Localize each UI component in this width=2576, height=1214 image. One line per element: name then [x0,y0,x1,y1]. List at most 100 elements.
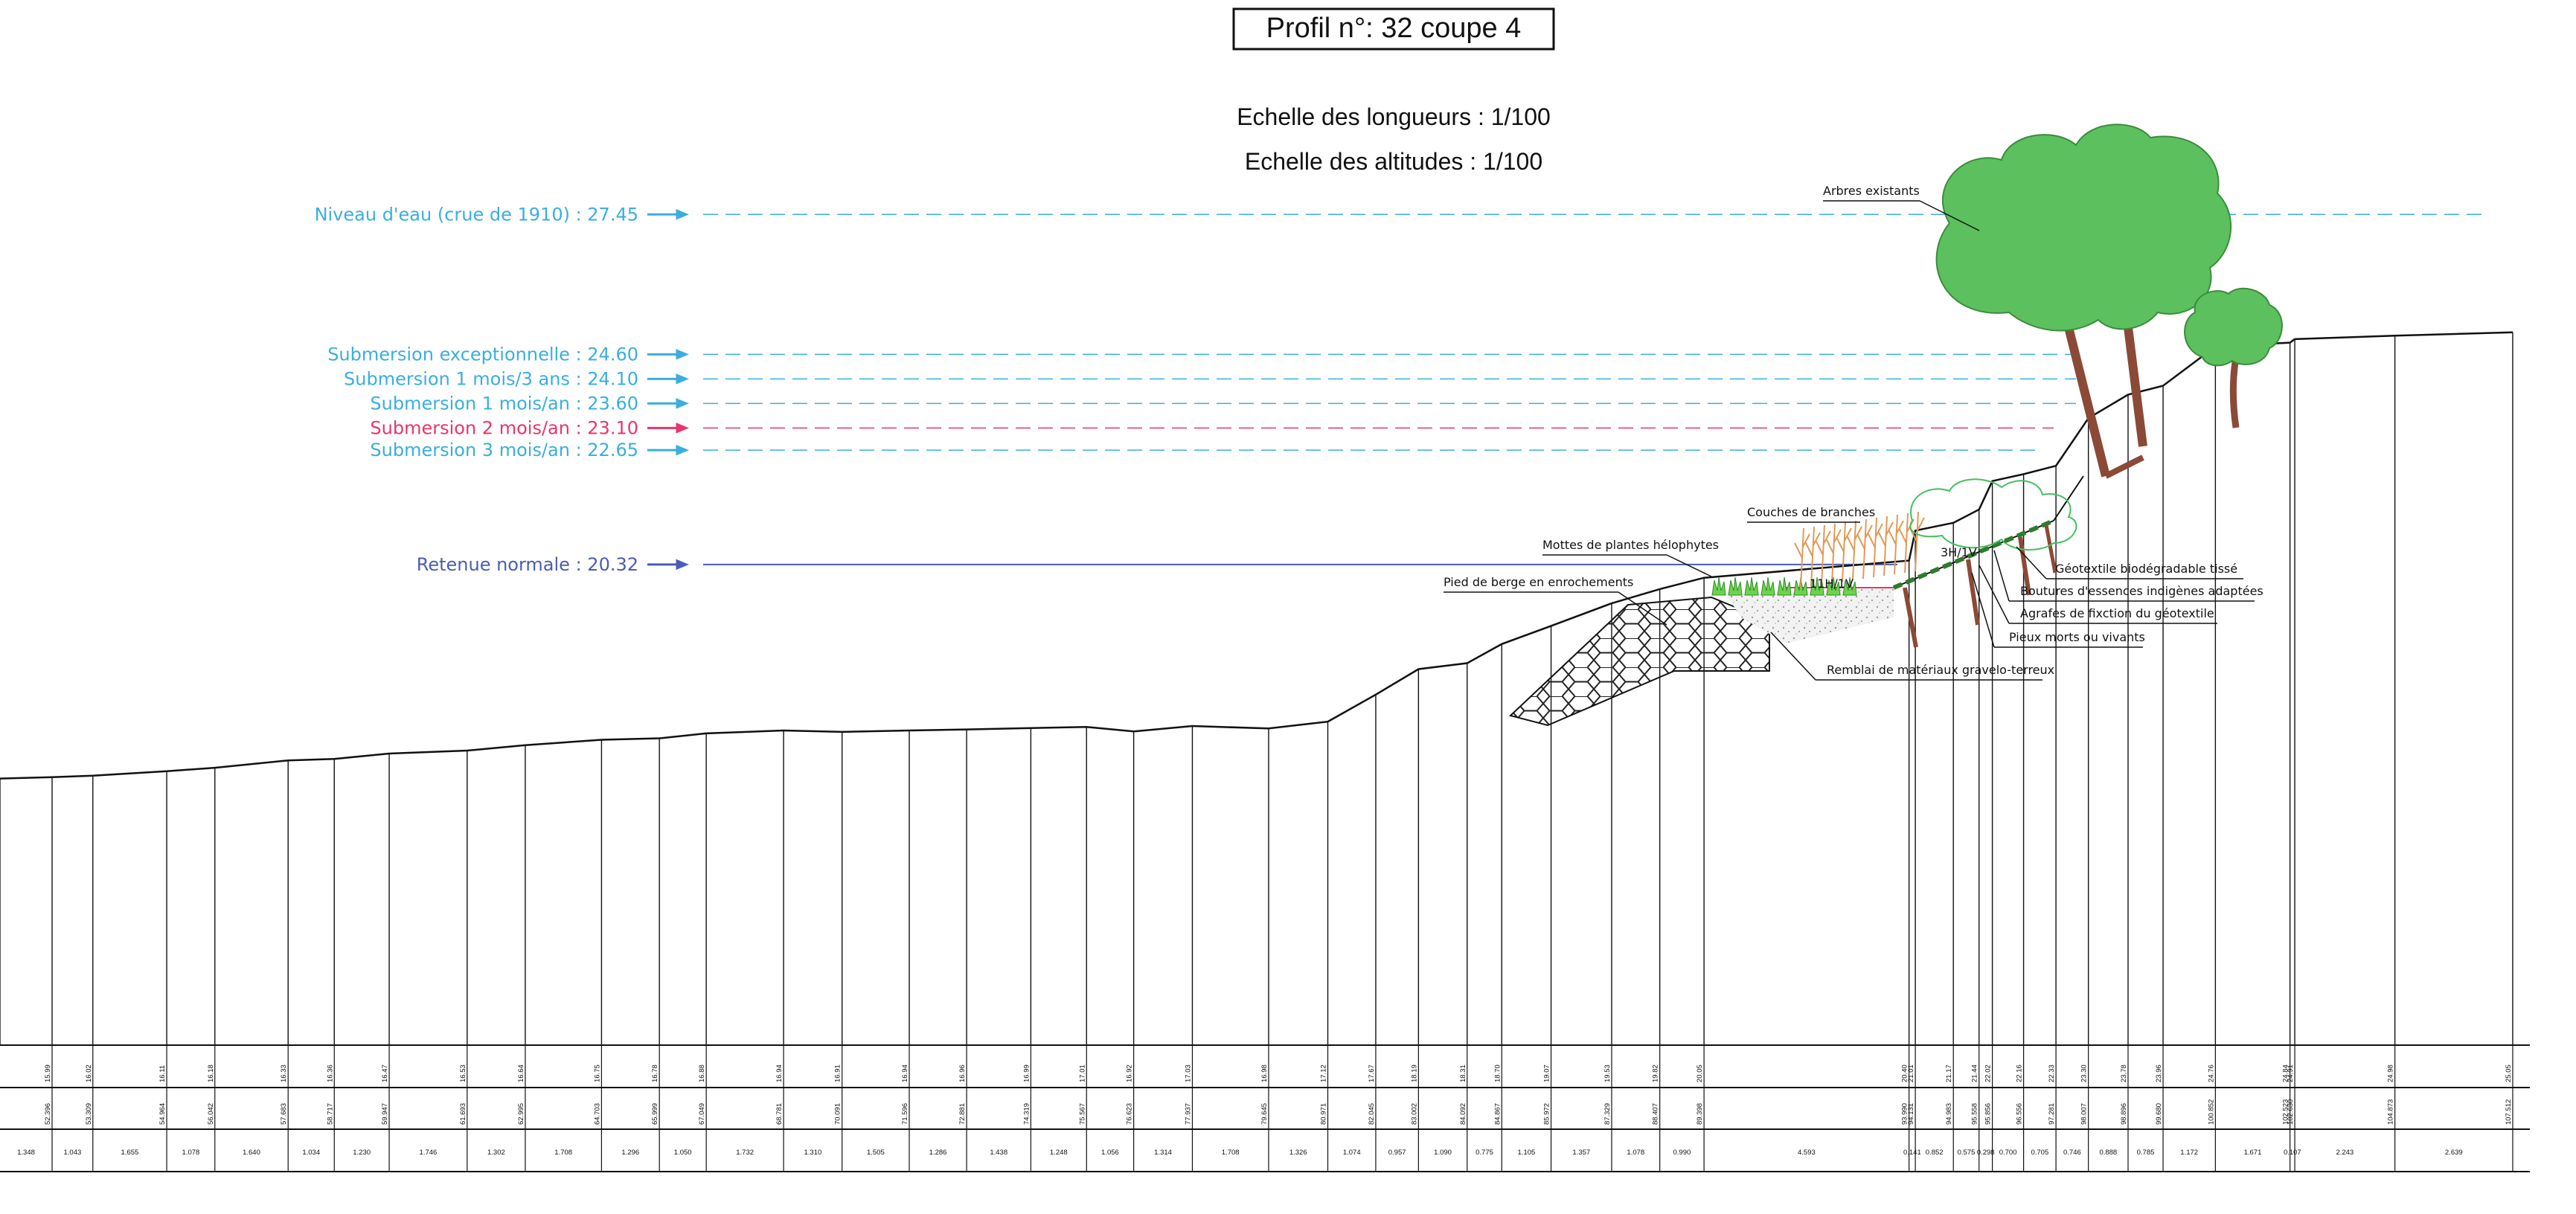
helophyte-clump [1760,577,1775,596]
cell-cumulative: 79.645 [1260,1103,1269,1125]
cell-altitude: 22.16 [2016,1064,2024,1082]
cell-cumulative: 94.131 [1907,1103,1915,1125]
cell-cumulative: 59.947 [381,1103,389,1125]
cell-cumulative: 61.693 [459,1103,467,1125]
cell-altitude: 16.94 [775,1064,784,1082]
cell-altitude: 16.53 [459,1064,467,1082]
cell-altitude: 22.02 [1984,1064,1993,1082]
helophyte-clump [1810,577,1824,596]
cell-altitude: 16.99 [1022,1064,1031,1082]
cell-partial: 1.314 [1154,1149,1172,1157]
cell-altitude: 19.07 [1543,1064,1551,1082]
cell-partial: 1.671 [2244,1149,2262,1157]
cell-partial: 0.746 [2063,1149,2081,1157]
cell-altitude: 24.91 [2287,1064,2295,1082]
cell-altitude: 18.31 [1459,1064,1467,1082]
cell-partial: 0.705 [2031,1149,2048,1157]
cell-cumulative: 95.558 [1971,1103,1979,1125]
water-level-arrow [647,423,689,434]
scale-lengths: Echelle des longueurs : 1/100 [1237,103,1551,130]
helophyte-clump [1842,577,1857,596]
cell-cumulative: 89.398 [1696,1103,1704,1125]
profile-table: 15.9952.3961.34816.0253.3091.04316.1154.… [0,1044,2530,1172]
cell-partial: 1.105 [1518,1149,1536,1157]
cell-cumulative: 65.999 [651,1103,659,1125]
branch-layer [1877,516,1894,577]
branch-layers [1794,511,1925,588]
cell-cumulative: 54.964 [158,1103,167,1125]
cell-partial: 1.438 [990,1149,1007,1157]
cell-altitude: 23.96 [2155,1064,2163,1082]
cell-cumulative: 77.937 [1184,1103,1192,1125]
cell-partial: 1.078 [1627,1149,1644,1157]
ground-profile [0,331,2513,1045]
cell-cumulative: 98.896 [2120,1103,2128,1125]
existing-trees [1935,123,2283,479]
cell-altitude: 18.19 [1410,1064,1418,1082]
cell-cumulative: 64.703 [593,1103,601,1125]
cell-partial: 0.852 [1926,1149,1944,1157]
cell-altitude: 16.02 [85,1064,93,1082]
cell-cumulative: 102.523 [2282,1099,2290,1125]
cell-partial: 1.286 [929,1149,947,1157]
cell-partial: 1.302 [487,1149,505,1157]
cell-altitude: 16.18 [207,1064,215,1082]
cell-partial: 1.505 [867,1149,885,1157]
cell-cumulative: 83.002 [1410,1103,1418,1125]
cell-cumulative: 52.396 [44,1103,52,1125]
cell-altitude: 17.03 [1184,1064,1192,1082]
cell-partial: 0.957 [1388,1149,1406,1157]
cell-altitude: 16.92 [1126,1064,1134,1082]
cell-altitude: 15.99 [44,1064,52,1082]
cell-cumulative: 75.567 [1078,1103,1086,1125]
cell-cumulative: 56.042 [207,1103,215,1125]
helophyte-clump [1826,577,1841,596]
cell-partial: 1.357 [1572,1149,1590,1157]
cell-altitude: 20.05 [1696,1064,1704,1082]
cell-cumulative: 72.881 [958,1103,967,1125]
cell-partial: 1.640 [243,1149,260,1157]
note-staples: Agrafes de fixction du géotextile [2020,606,2214,620]
cell-partial: 0.575 [1958,1149,1976,1157]
cell-altitude: 18.70 [1493,1064,1502,1082]
branch-layer [1825,523,1842,584]
cell-partial: 1.172 [2180,1149,2198,1157]
cell-partial: 1.078 [182,1149,200,1157]
cell-cumulative: 96.556 [2016,1103,2024,1125]
cell-partial: 1.296 [621,1149,639,1157]
water-level-label: Submersion 1 mois/3 ans : 24.10 [344,368,638,389]
annotations: Arbres existants Couches de branches Mot… [1444,184,2263,681]
cell-cumulative: 76.623 [1126,1103,1134,1125]
cell-cumulative: 88.407 [1652,1103,1660,1125]
note-helophytes: Mottes de plantes hélophytes [1542,538,1719,552]
cell-cumulative: 97.281 [2048,1103,2056,1125]
water-level-label: Retenue normale : 20.32 [417,554,638,575]
branch-layer [1846,520,1862,581]
cell-cumulative: 57.683 [280,1103,288,1125]
cell-altitude: 16.78 [651,1064,659,1082]
cell-cumulative: 107.512 [2505,1099,2513,1125]
cell-partial: 0.785 [2137,1149,2155,1157]
cell-cumulative: 84.867 [1493,1103,1502,1125]
cell-altitude: 16.33 [280,1064,288,1082]
cell-cumulative: 102.630 [2287,1099,2295,1125]
water-level-label: Niveau d'eau (crue de 1910) : 27.45 [315,204,638,225]
cell-partial: 1.050 [674,1149,692,1157]
cell-partial: 1.732 [736,1149,754,1157]
cell-cumulative: 67.049 [698,1103,706,1125]
water-level-arrow [647,209,689,220]
cell-cumulative: 82.045 [1368,1103,1376,1125]
cell-altitude: 19.53 [1603,1064,1612,1082]
cell-partial: 1.074 [1343,1149,1361,1157]
cell-cumulative: 70.091 [834,1103,842,1125]
cell-cumulative: 98.007 [2080,1103,2089,1125]
water-level-label: Submersion 3 mois/an : 22.65 [370,440,638,460]
helophyte-clump [1711,577,1726,596]
cell-altitude: 16.75 [593,1064,601,1082]
cell-altitude: 23.78 [2120,1064,2128,1082]
cell-partial: 2.243 [2336,1149,2354,1157]
cell-partial: 4.593 [1798,1149,1816,1157]
cell-altitude: 22.33 [2048,1064,2056,1082]
cell-altitude: 16.11 [158,1065,167,1082]
cell-partial: 1.746 [420,1149,438,1157]
